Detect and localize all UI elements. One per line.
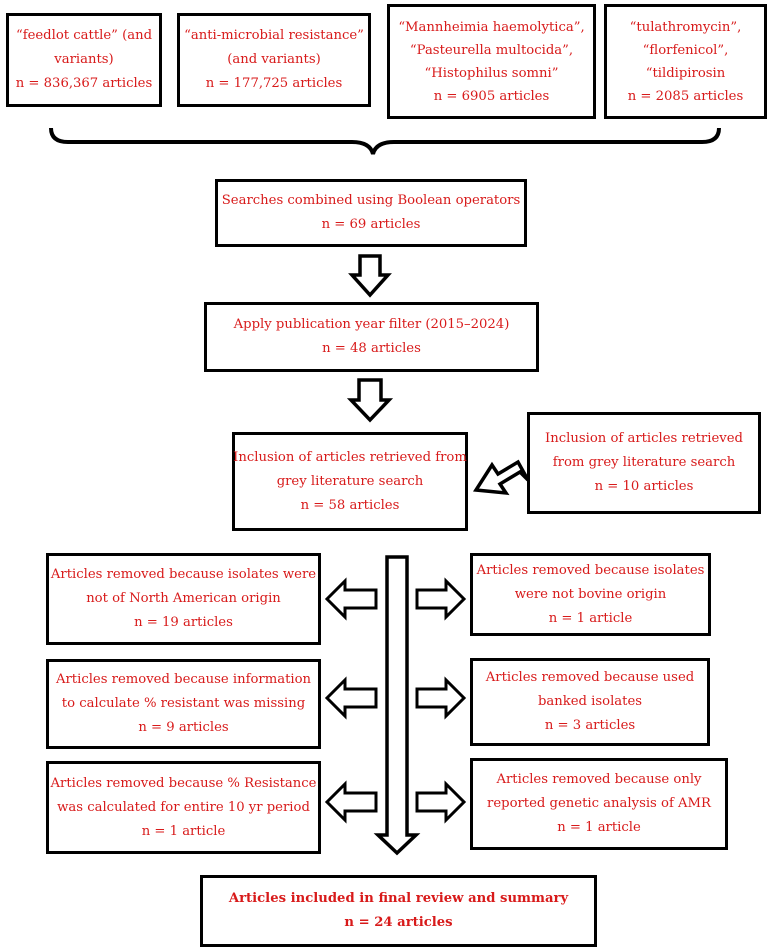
- box-line: “florfenicol”,: [642, 42, 729, 58]
- removed-right-box-2: Articles removed because used banked iso…: [470, 658, 710, 746]
- box-line: “tildipirosin: [645, 65, 726, 81]
- box-line: “Pasteurella multocida”,: [409, 42, 574, 58]
- box-line: “anti-microbial resistance”: [184, 28, 364, 43]
- removed-right-box-1: Articles removed because isolates were n…: [470, 553, 711, 636]
- box-line: “Histophilus somni”: [424, 65, 559, 81]
- box-line: was calculated for entire 10 yr period: [57, 799, 310, 815]
- box-line: n = 24 articles: [344, 915, 453, 930]
- box-line: Articles removed because % Resistance: [50, 775, 317, 791]
- removed-left-box-1: Articles removed because isolates were n…: [46, 553, 321, 645]
- box-line: n = 58 articles: [300, 497, 400, 513]
- box-line: reported genetic analysis of AMR: [487, 796, 711, 811]
- right-arrow-3: [415, 780, 467, 824]
- box-line: n = 2085 articles: [627, 88, 744, 104]
- box-line: Inclusion of articles retrieved from: [233, 449, 467, 465]
- left-arrow-1: [324, 577, 378, 621]
- box-line: “tulathromycin”,: [629, 19, 742, 35]
- left-diagonal-arrow: [472, 459, 530, 496]
- search-box-antimicrobial-resistance: “anti-microbial resistance” (and variant…: [177, 13, 371, 107]
- box-line: n = 48 articles: [322, 341, 421, 356]
- box-line: grey literature search: [276, 473, 424, 489]
- grey-search-box: Inclusion of articles retrieved from gre…: [527, 412, 761, 514]
- box-line: n = 9 articles: [138, 720, 229, 735]
- box-line: to calculate % resistant was missing: [61, 696, 306, 711]
- box-line: Searches combined using Boolean operator…: [221, 193, 521, 208]
- year-filter-box: Apply publication year filter (2015–2024…: [204, 302, 539, 372]
- right-arrow-2: [415, 676, 467, 720]
- down-arrow-2: [346, 378, 394, 423]
- box-line: Apply publication year filter (2015–2024…: [233, 317, 510, 332]
- final-review-box: Articles included in final review and su…: [200, 875, 597, 947]
- left-arrow-2: [324, 676, 378, 720]
- grey-inclusion-box: Inclusion of articles retrieved from gre…: [232, 432, 468, 531]
- down-arrow-1: [348, 254, 392, 298]
- box-line: Inclusion of articles retrieved: [545, 431, 743, 446]
- box-line: variants): [54, 52, 114, 67]
- box-line: banked isolates: [537, 694, 643, 709]
- box-line: Articles removed because used: [485, 670, 695, 685]
- removed-left-box-2: Articles removed because information to …: [46, 659, 321, 749]
- box-line: n = 6905 articles: [433, 88, 550, 104]
- removed-left-box-3: Articles removed because % Resistance wa…: [46, 761, 321, 854]
- box-line: Articles included in final review and su…: [228, 891, 569, 906]
- left-arrow-3: [324, 780, 378, 824]
- box-line: Articles removed because only: [496, 772, 702, 787]
- box-line: (and variants): [227, 52, 321, 67]
- box-line: not of North American origin: [86, 591, 281, 606]
- box-line: “feedlot cattle” (and: [15, 28, 153, 43]
- combined-search-box: Searches combined using Boolean operator…: [215, 179, 527, 247]
- box-line: n = 1 article: [548, 610, 633, 626]
- search-box-antibiotics: “tulathromycin”, “florfenicol”, “tildipi…: [604, 4, 767, 119]
- removed-right-box-3: Articles removed because only reported g…: [470, 758, 728, 850]
- search-box-pathogens: “Mannheimia haemolytica”, “Pasteurella m…: [387, 4, 596, 119]
- box-line: from grey literature search: [552, 455, 736, 470]
- right-arrow-1: [415, 577, 467, 621]
- grouping-brace: [49, 127, 721, 155]
- box-line: Articles removed because information: [55, 672, 312, 687]
- box-line: n = 69 articles: [321, 217, 421, 232]
- box-line: n = 1 article: [557, 820, 641, 835]
- box-line: n = 1 article: [141, 823, 226, 839]
- box-line: Articles removed because isolates: [476, 562, 705, 578]
- box-line: Articles removed because isolates were: [50, 567, 317, 582]
- box-line: n = 19 articles: [134, 615, 233, 630]
- box-line: n = 3 articles: [544, 718, 636, 733]
- box-line: “Mannheimia haemolytica”,: [398, 19, 585, 35]
- search-box-feedlot-cattle: “feedlot cattle” (and variants) n = 836,…: [6, 13, 162, 107]
- box-line: n = 10 articles: [594, 479, 694, 494]
- box-line: were not bovine origin: [514, 586, 667, 602]
- box-line: n = 177,725 articles: [205, 76, 343, 91]
- box-line: n = 836,367 articles: [15, 76, 153, 91]
- main-down-arrow: [373, 555, 421, 856]
